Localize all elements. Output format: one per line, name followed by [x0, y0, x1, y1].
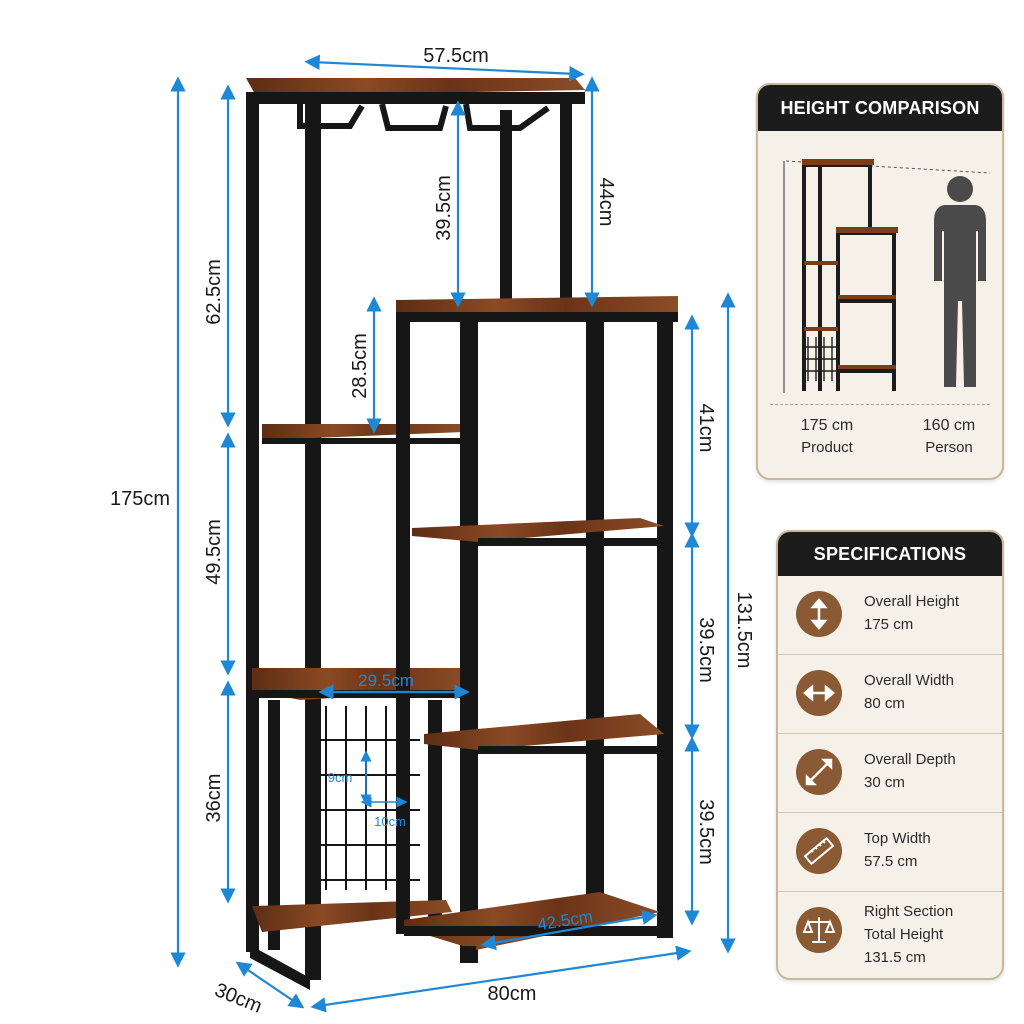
specifications-panel: SPECIFICATIONS Overall Height 175 cm Ove… — [776, 530, 1004, 980]
spec-item-overall-height: Overall Height 175 cm — [778, 576, 1002, 655]
dim-grid-h: 9cm — [328, 770, 353, 785]
dim-glass-rack: 39.5cm — [433, 175, 455, 241]
spec-value: 175 cm — [864, 616, 914, 633]
person-height-value: 160 cm — [922, 417, 976, 434]
right-front-right-post — [657, 318, 673, 938]
mini-basket — [806, 337, 836, 381]
spec-label: Overall Depth — [864, 751, 956, 768]
spec-label: Overall Height — [864, 593, 960, 610]
person-height-label: Person — [925, 439, 973, 456]
spec-item-overall-depth: Overall Depth 30 cm — [778, 734, 1002, 813]
spec-label: Right Section — [864, 903, 954, 920]
spec-label: Top Width — [864, 830, 931, 847]
dim-left-lower: 36cm — [203, 774, 225, 823]
spec-value: 80 cm — [864, 695, 905, 712]
dim-top-width: 57.5cm — [423, 45, 489, 67]
dim-side-gap: 28.5cm — [349, 333, 371, 399]
spec-label-2: Total Height — [864, 926, 944, 943]
dim-right-a: 41cm — [695, 404, 717, 453]
comparison-illustration — [783, 159, 991, 393]
specifications-title: SPECIFICATIONS — [778, 532, 1002, 576]
right-back-right-post — [586, 320, 604, 920]
spec-list: Overall Height 175 cm Overall Width 80 c… — [778, 576, 1002, 970]
dim-left-middle: 49.5cm — [203, 519, 225, 585]
right-back-left-post — [396, 304, 410, 934]
dimension-lines — [170, 54, 736, 1013]
spec-value: 131.5 cm — [864, 949, 926, 966]
dim-overall-height: 175cm — [110, 488, 170, 510]
spec-item-right-section: Right Section Total Height 131.5 cm — [778, 892, 1002, 970]
dim-top-right: 44cm — [595, 178, 617, 227]
scale-icon — [796, 907, 842, 953]
dim-overall-width: 80cm — [488, 983, 537, 1005]
height-comparison-panel: HEIGHT COMPARISON — [756, 83, 1004, 480]
right-shelf-2 — [424, 714, 664, 750]
top-inner-post — [500, 110, 512, 300]
person-silhouette-icon — [934, 176, 986, 387]
ruler-icon — [796, 828, 842, 874]
top-right-post — [560, 100, 572, 300]
dim-right-c: 39.5cm — [695, 799, 717, 865]
upper-left-shelf — [262, 424, 464, 440]
diagonal-arrows-icon — [796, 749, 842, 795]
height-comparison-title: HEIGHT COMPARISON — [758, 85, 1002, 131]
dim-small-shelf: 29.5cm — [358, 671, 414, 690]
spec-value: 30 cm — [864, 774, 905, 791]
spec-item-top-width: Top Width 57.5 cm — [778, 813, 1002, 892]
dim-right-total: 131.5cm — [733, 592, 755, 669]
top-board — [246, 78, 585, 96]
spec-value: 57.5 cm — [864, 853, 918, 870]
product-height-col: 175 cm Product — [772, 417, 882, 456]
comparison-divider — [770, 404, 990, 405]
vertical-arrows-icon — [796, 591, 842, 637]
dim-right-b: 39.5cm — [695, 617, 717, 683]
person-height-col: 160 cm Person — [904, 417, 994, 456]
dim-left-upper: 62.5cm — [203, 259, 225, 325]
horizontal-arrows-icon — [796, 670, 842, 716]
right-shelf-1 — [412, 518, 664, 542]
right-front-left-post — [460, 318, 478, 963]
glass-rack — [297, 103, 550, 131]
product-height-label: Product — [801, 439, 853, 456]
spec-label: Overall Width — [864, 672, 955, 689]
left-back-post — [246, 92, 259, 952]
left-front-post — [305, 100, 321, 980]
dim-grid-w: 10cm — [374, 814, 406, 829]
product-height-value: 175 cm — [800, 417, 854, 434]
spec-item-overall-width: Overall Width 80 cm — [778, 655, 1002, 734]
dim-depth: 30cm — [211, 979, 265, 1018]
